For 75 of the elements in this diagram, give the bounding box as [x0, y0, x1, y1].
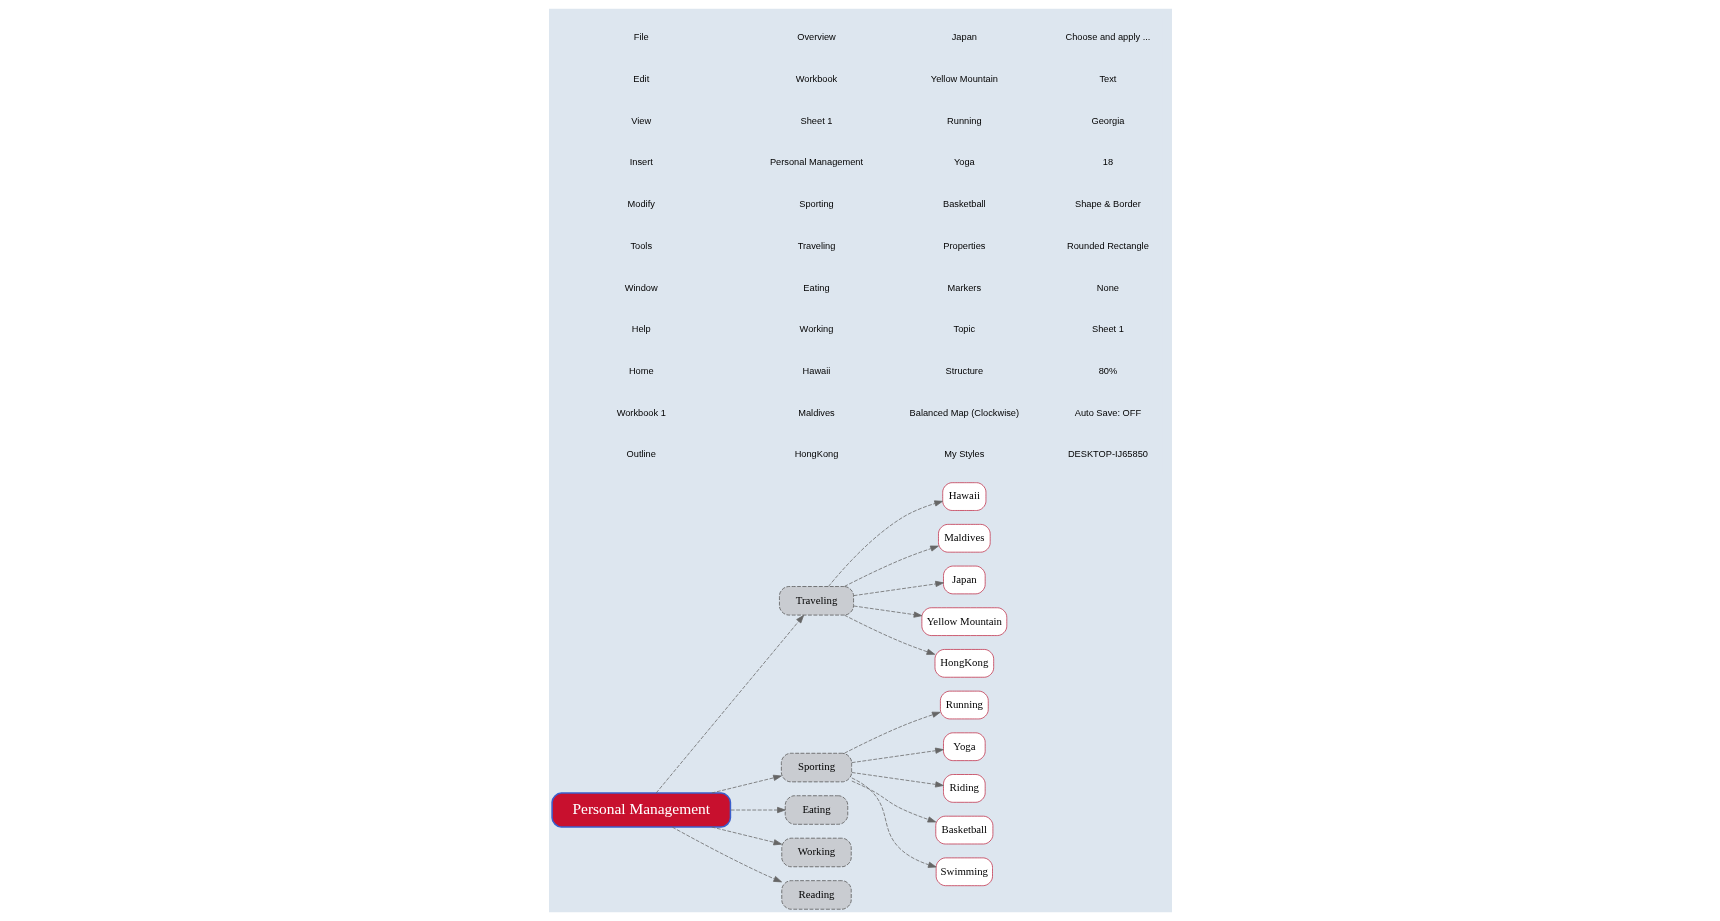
label: Structure: [945, 365, 983, 376]
label: Workbook: [795, 74, 837, 85]
label: Markers: [947, 282, 981, 293]
node-box: Hawaii: [941, 482, 986, 511]
arrow: [843, 711, 941, 754]
label: Home: [628, 365, 654, 376]
label: Rounded Rectangle: [1066, 240, 1149, 251]
label: Hawaii: [802, 365, 830, 376]
arrow: [852, 605, 922, 618]
label: File: [633, 32, 649, 43]
label: HongKong: [794, 449, 838, 460]
node-box: Yoga: [942, 732, 986, 761]
label: Basketball: [942, 199, 986, 210]
label: Edit: [632, 74, 649, 85]
label: Yellow Mountain: [930, 74, 998, 85]
arrow: [671, 826, 782, 883]
node-box: Yellow Mountain: [921, 607, 1007, 636]
node-box: Reading: [780, 880, 852, 910]
label: Sheet 1: [800, 115, 832, 126]
label: Sheet 1: [1091, 324, 1124, 335]
label: Sporting: [798, 199, 834, 210]
label: DESKTOP-IJ65850: [1067, 449, 1148, 460]
label: Tools: [629, 240, 652, 251]
label: 80%: [1098, 365, 1117, 376]
label: Japan: [951, 32, 977, 43]
label: Balanced Map (Clockwise): [909, 407, 1019, 418]
label: Properties: [942, 240, 985, 251]
node-box: Basketball: [934, 815, 993, 845]
arrow: [827, 500, 943, 587]
node-box: Working: [780, 837, 852, 868]
label: Window: [624, 282, 658, 293]
arrow: [729, 806, 786, 814]
label: Running: [946, 115, 982, 126]
label: Eating: [802, 282, 830, 293]
node-box: Running: [939, 690, 989, 720]
arrow: [850, 780, 936, 823]
node-box: HongKong: [934, 649, 994, 678]
node-box: Riding: [942, 774, 986, 803]
node-box: Japan: [942, 565, 986, 595]
label: Georgia: [1090, 115, 1124, 126]
label: My Styles: [943, 449, 984, 460]
label: Help: [631, 324, 651, 335]
label: View: [630, 115, 651, 126]
arrow: [710, 826, 782, 846]
node-box: Eating: [784, 795, 848, 825]
arrow: [850, 777, 937, 868]
label: Auto Save: OFF: [1074, 407, 1141, 418]
label: Personal Management: [769, 157, 863, 168]
label: Text: [1098, 74, 1116, 85]
label: Overview: [796, 32, 836, 43]
node-box: Personal Management: [550, 792, 731, 828]
arrow: [851, 747, 944, 763]
label: Topic: [953, 324, 975, 335]
label: Choose and apply ...: [1064, 32, 1150, 43]
label: Outline: [626, 449, 656, 460]
node-box: Swimming: [935, 857, 993, 887]
arrow: [710, 774, 782, 794]
label: None: [1096, 282, 1119, 293]
arrow: [851, 772, 944, 788]
arrow: [655, 614, 804, 794]
arrow: [843, 545, 939, 587]
arrow: [843, 614, 935, 655]
node-box: Traveling: [778, 586, 854, 616]
label: Modify: [627, 199, 655, 210]
label: Shape & Border: [1074, 199, 1141, 210]
node-box: Maldives: [937, 524, 991, 553]
label: Traveling: [797, 240, 835, 251]
label: Maldives: [797, 407, 835, 418]
label: Insert: [629, 157, 653, 168]
label: Working: [799, 324, 833, 335]
node-box: Sporting: [780, 752, 852, 783]
arrow: [852, 580, 944, 596]
label: Workbook 1: [616, 407, 666, 418]
label: Yoga: [953, 157, 975, 168]
label: 18: [1102, 157, 1113, 168]
